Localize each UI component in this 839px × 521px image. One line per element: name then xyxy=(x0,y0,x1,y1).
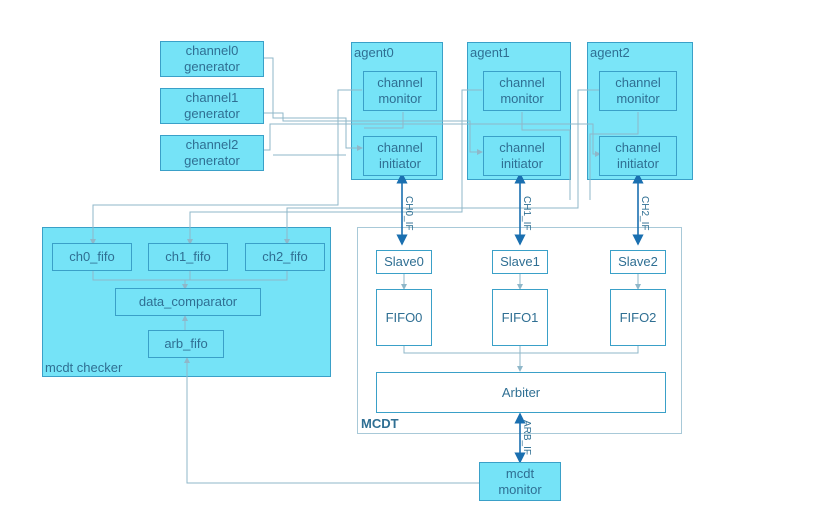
checker-title: mcdt checker xyxy=(45,360,123,375)
ch2-if-label: CH2_IF xyxy=(639,196,650,230)
ch0-fifo: ch0_fifo xyxy=(52,243,132,271)
gen1-to-initiator1-line xyxy=(263,112,483,155)
slave2: Slave2 xyxy=(610,250,666,274)
agent1-channel-initiator: channel initiator xyxy=(483,136,561,176)
channel0-generator: channel0 generator xyxy=(160,41,264,77)
gen2-to-initiator2-line xyxy=(263,123,601,157)
agent2-channel-initiator: channel initiator xyxy=(599,136,677,176)
monitor0-to-ch0fifo-line xyxy=(90,89,362,245)
ch2-fifo: ch2_fifo xyxy=(245,243,325,271)
ch1-fifo: ch1_fifo xyxy=(148,243,228,271)
data-comparator: data_comparator xyxy=(115,288,261,316)
arb-if-label: ARB_IF xyxy=(521,420,532,455)
ch0-if-label: CH0_IF xyxy=(403,196,414,230)
fifo1: FIFO1 xyxy=(492,289,548,346)
agent0-title: agent0 xyxy=(354,45,394,60)
ch1-if-label: CH1_IF xyxy=(521,196,532,230)
monitor1-to-ch1fifo-line xyxy=(187,89,482,245)
fifos-to-arbiter-line xyxy=(403,346,639,354)
ch0fifo-to-comparator-line xyxy=(92,270,188,290)
slave1: Slave1 xyxy=(492,250,548,274)
channel2-generator: channel2 generator xyxy=(160,135,264,171)
agent1-title: agent1 xyxy=(470,45,510,60)
mcdt-title: MCDT xyxy=(361,416,399,431)
slave0: Slave0 xyxy=(376,250,432,274)
arb-fifo: arb_fifo xyxy=(148,330,224,358)
mcdtmonitor-to-arbfifo-line xyxy=(184,357,479,484)
agent0-channel-monitor: channel monitor xyxy=(363,71,437,111)
channel1-generator: channel1 generator xyxy=(160,88,264,124)
agent2-channel-monitor: channel monitor xyxy=(599,71,677,111)
fifo0: FIFO0 xyxy=(376,289,432,346)
agent0-channel-initiator: channel initiator xyxy=(363,136,437,176)
fifo2: FIFO2 xyxy=(610,289,666,346)
monitor2-to-ch2fifo-line xyxy=(284,89,600,245)
agent2-title: agent2 xyxy=(590,45,630,60)
mcdt-monitor: mcdt monitor xyxy=(479,462,561,501)
arbiter: Arbiter xyxy=(376,372,666,413)
agent1-channel-monitor: channel monitor xyxy=(483,71,561,111)
gen0-to-initiator0-line xyxy=(263,57,363,151)
